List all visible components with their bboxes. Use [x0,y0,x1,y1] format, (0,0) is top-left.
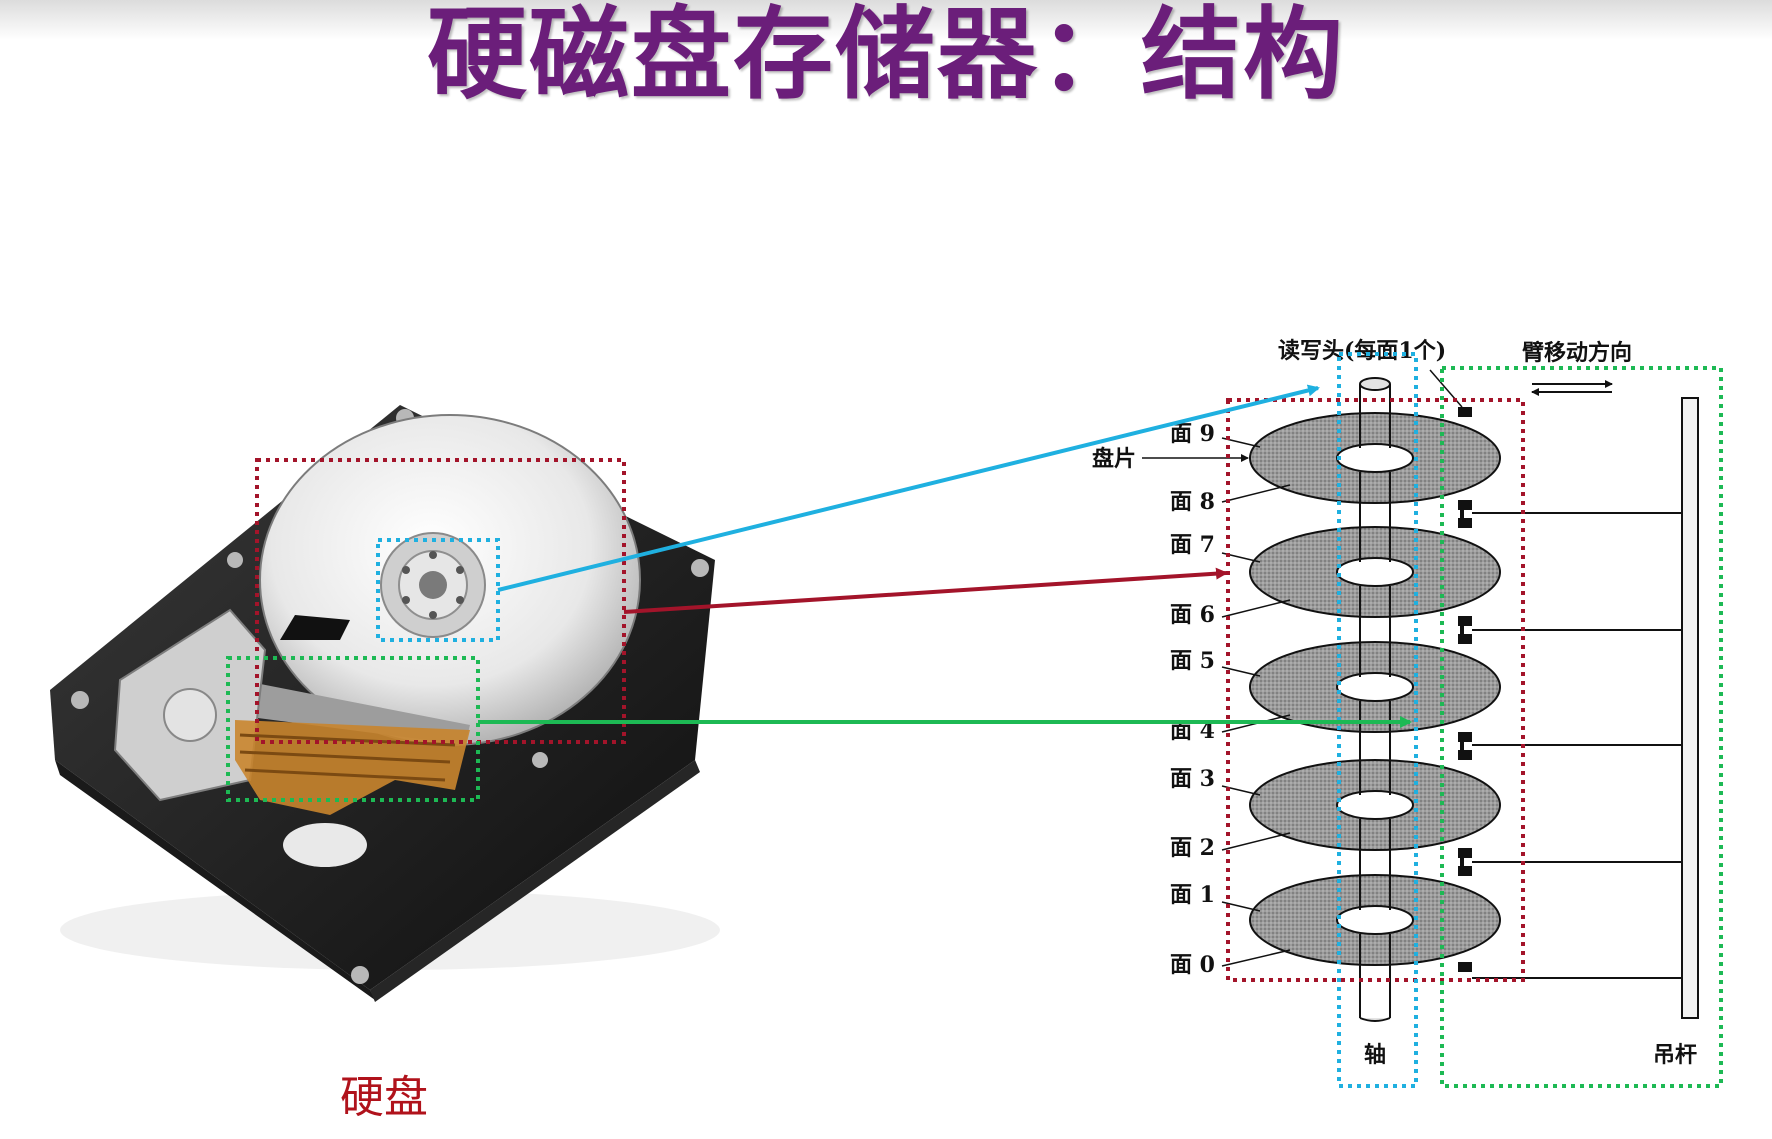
surface-label-2: 面 2 [1170,835,1215,861]
suspension-rod [1682,398,1698,1018]
platter-arrow [624,573,1226,612]
hard-drive-illustration [50,405,720,1002]
spindle-label: 轴 [1364,1042,1386,1068]
surface-label-9: 面 9 [1170,421,1215,447]
arm-direction-arrows [1532,384,1612,392]
surface-label-0: 面 0 [1170,952,1215,978]
surface-label-7: 面 7 [1170,532,1215,558]
surface-label-5: 面 5 [1170,648,1215,674]
arm-direction-label: 臂移动方向 [1522,340,1632,366]
head-label: 读写头(每面1个) [1278,338,1446,364]
platter-label: 盘片 [1092,446,1136,472]
platters [1250,413,1500,965]
disk-schematic: 读写头(每面1个) 臂移动方向 盘片 轴 吊杆 面 9 面 8 面 7 面 6 … [1092,338,1698,1068]
arm-lines [1472,513,1682,978]
surface-label-1: 面 1 [1170,882,1215,908]
surface-label-6: 面 6 [1170,602,1215,628]
rod-label: 吊杆 [1653,1042,1697,1068]
surface-label-3: 面 3 [1170,766,1215,792]
surface-label-8: 面 8 [1170,489,1215,515]
